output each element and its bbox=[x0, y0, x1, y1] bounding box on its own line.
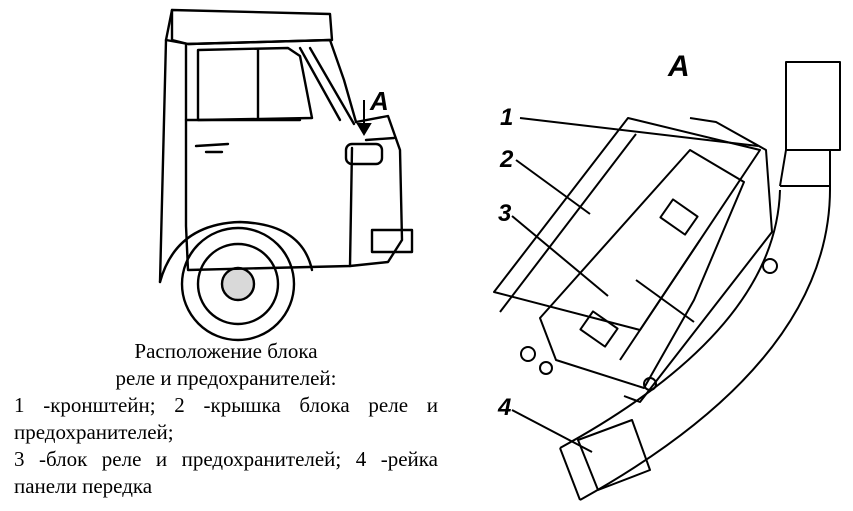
caption-legend-1: 1 -кронштейн; 2 -крышка блока реле и пре… bbox=[14, 393, 438, 444]
callout-2: 2 bbox=[500, 146, 514, 173]
callout-3: 3 bbox=[498, 200, 512, 227]
caption-title: Расположение блока bbox=[134, 339, 318, 363]
caption-legend-2: 3 -блок реле и предохранителей; 4 -рейка… bbox=[14, 447, 438, 498]
figure-caption: Расположение блока реле и предохранителе… bbox=[14, 338, 438, 500]
view-marker-truck: А bbox=[370, 86, 389, 116]
callout-1: 1 bbox=[500, 104, 514, 131]
caption-subtitle: реле и предохранителей: bbox=[115, 366, 337, 390]
view-marker-detail: А bbox=[668, 50, 690, 83]
callout-4: 4 bbox=[498, 394, 512, 421]
